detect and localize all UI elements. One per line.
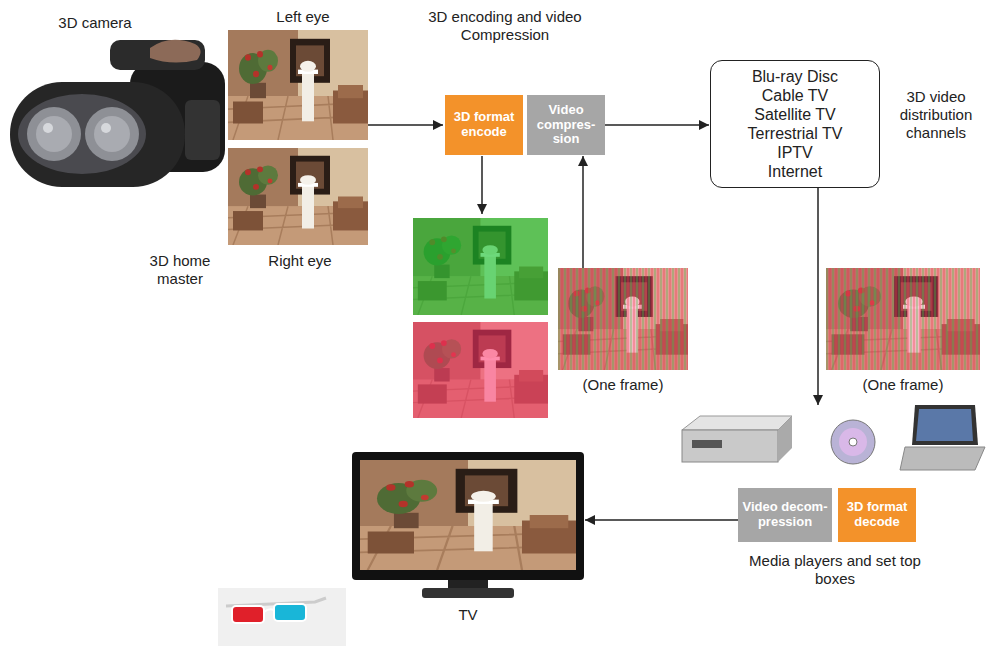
anaglyph-glasses <box>218 588 346 646</box>
node-text: TV <box>352 606 584 623</box>
node-text: Video decom- pression <box>742 500 828 530</box>
stereo-camera-part <box>185 100 220 160</box>
stereo-camera-part <box>43 123 53 133</box>
stereo-camera-part <box>10 82 185 187</box>
stereo-camera-part <box>101 123 111 133</box>
frame-image <box>826 268 980 370</box>
left-eye-image-part <box>228 30 368 140</box>
caption-label: 3D home master <box>125 252 235 288</box>
caption-label: Media players and set top boxes <box>735 552 935 588</box>
flow-arrow <box>585 519 738 521</box>
right-eye-image <box>228 148 368 245</box>
anaglyph-glasses-part <box>264 609 274 612</box>
decompression-box: Video decom- pression <box>738 488 832 542</box>
laptop-part <box>900 447 985 470</box>
stereo-camera-part <box>110 40 205 70</box>
node-text: Blu-ray Disc <box>752 67 838 86</box>
frame-image-part <box>826 268 980 370</box>
stereo-camera-part <box>150 40 201 63</box>
node-text: (One frame) <box>558 376 688 393</box>
stereo-camera <box>10 40 225 187</box>
caption-label: 3D camera <box>40 14 150 32</box>
frame-image-part <box>558 268 688 370</box>
disc-part <box>831 420 875 464</box>
format-decode-box: 3D format decode <box>838 488 916 542</box>
frame-node: (One frame) <box>558 268 688 393</box>
compression-box: Video compres- sion <box>527 95 605 155</box>
format-encode-box: 3D format encode <box>445 95 523 155</box>
flow-arrow <box>605 124 709 126</box>
green-channel-image <box>413 218 548 315</box>
stereo-camera-part <box>18 94 146 174</box>
disc-part <box>849 438 857 446</box>
flow-arrow <box>582 156 584 268</box>
set-top-box-part <box>682 430 778 462</box>
frame-image-part <box>826 268 980 370</box>
node-text: (One frame) <box>826 376 980 393</box>
red-channel-image-part <box>413 322 548 418</box>
caption-label: Left eye <box>258 8 348 26</box>
anaglyph-glasses-part <box>274 604 306 621</box>
node-text: Cable TV <box>762 86 828 105</box>
stereo-camera-part <box>85 107 139 161</box>
right-eye-image-part <box>228 148 368 245</box>
red-channel-image <box>413 322 548 418</box>
node-text: 3D format decode <box>842 500 912 530</box>
set-top-box-part <box>682 416 792 430</box>
disc <box>831 420 875 464</box>
stereo-camera-part <box>36 116 72 152</box>
set-top-box-part <box>692 440 722 448</box>
caption-label: Right eye <box>250 252 350 270</box>
node-text: 3D format encode <box>449 110 519 140</box>
anaglyph-glasses-part <box>218 588 346 646</box>
green-channel-image-part <box>413 218 548 315</box>
disc-part <box>839 428 867 456</box>
node-text: Terrestrial TV <box>748 124 843 143</box>
set-top-box <box>682 416 792 462</box>
stereo-camera-part <box>27 107 81 161</box>
laptop <box>900 405 985 470</box>
frame-node: (One frame) <box>826 268 980 393</box>
node-text: Internet <box>768 162 822 181</box>
flow-arrow-part <box>481 156 483 214</box>
laptop-part <box>912 405 978 445</box>
red-channel-image-part <box>413 322 548 418</box>
tv-node: TV <box>352 452 584 623</box>
flow-arrow-part <box>817 186 819 405</box>
caption-label: 3D encoding and video Compression <box>415 8 595 44</box>
node-text: Video compres- sion <box>531 103 601 148</box>
set-top-box-part <box>778 416 792 462</box>
frame-image-part <box>826 268 980 370</box>
node-text: Satellite TV <box>754 105 836 124</box>
channel-list-box: Blu-ray DiscCable TVSatellite TVTerrestr… <box>710 60 880 188</box>
tv-set-part <box>360 460 576 570</box>
green-channel-image-part <box>413 218 548 315</box>
tv-set-part <box>422 588 514 598</box>
left-eye-image <box>228 30 368 140</box>
anaglyph-glasses-part <box>232 606 264 623</box>
node-text: IPTV <box>777 143 813 162</box>
flow-arrow-part <box>368 124 443 126</box>
frame-image <box>558 268 688 370</box>
stereo-camera-part <box>94 116 130 152</box>
frame-image-part <box>558 268 688 370</box>
frame-image-part <box>558 268 688 370</box>
tv-set-part <box>448 580 488 588</box>
caption-label: 3D video distribution channels <box>886 88 986 142</box>
laptop-part <box>916 409 973 441</box>
tv-set <box>352 452 584 600</box>
tv-set-part <box>352 452 584 580</box>
